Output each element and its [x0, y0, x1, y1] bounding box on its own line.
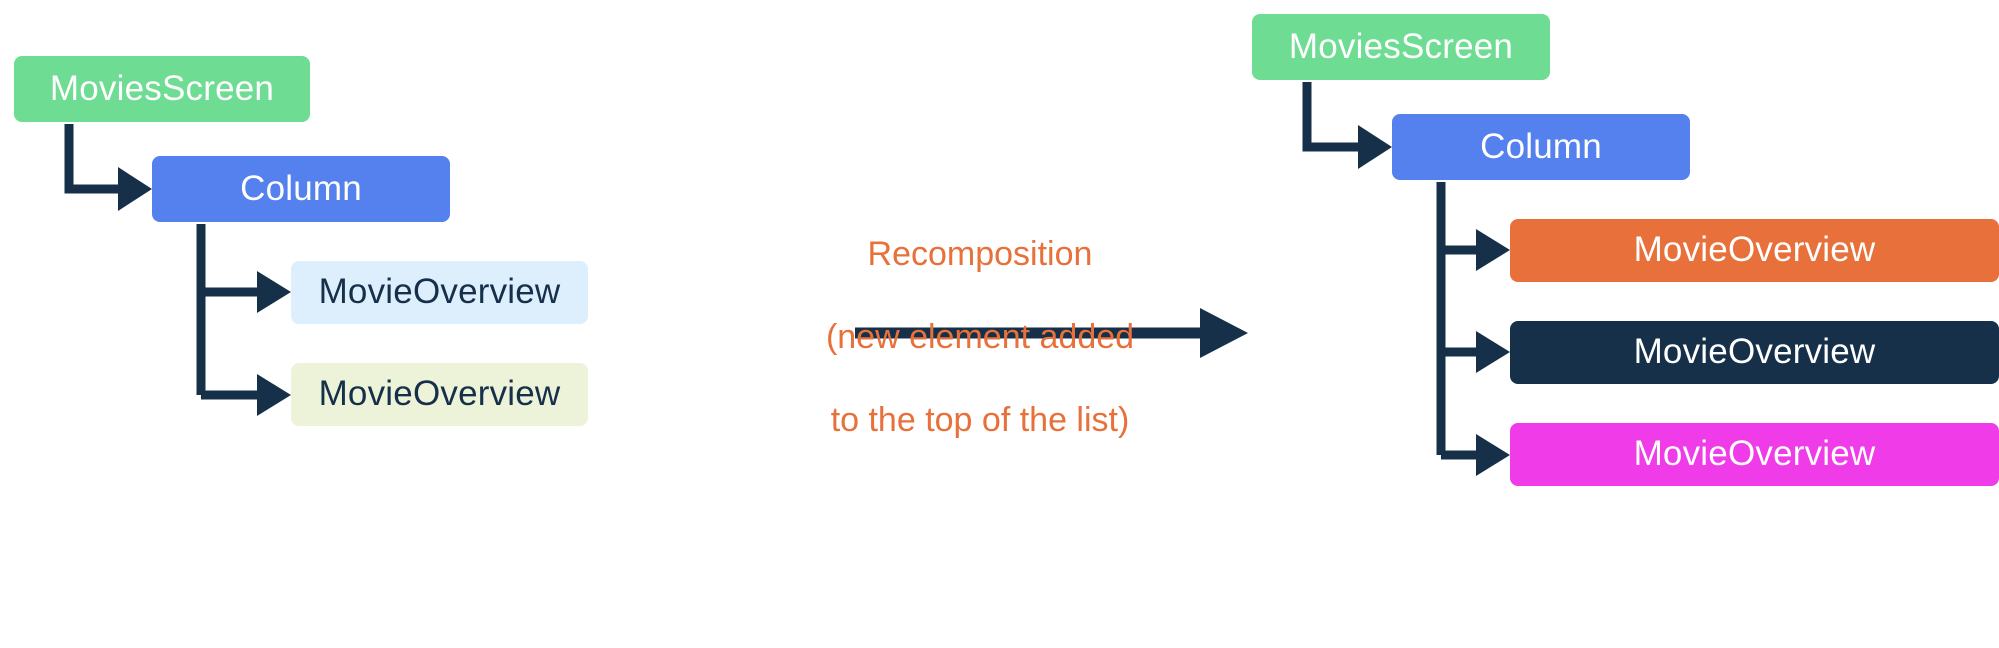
- node-label: MoviesScreen: [49, 68, 275, 108]
- node-label: MovieOverview: [1633, 332, 1876, 372]
- node-column-before[interactable]: Column: [152, 156, 450, 222]
- recomposition-label-line-3: to the top of the list): [830, 401, 1130, 440]
- node-label: MovieOverview: [318, 374, 561, 414]
- recomposition-label-line-1: Recomposition: [867, 235, 1093, 274]
- recomposition-label: Recomposition (new element added to the …: [660, 193, 1300, 483]
- connector-moviesscreen-to-column-left: [64, 124, 152, 211]
- node-label: Column: [240, 168, 362, 208]
- node-movieoverview-before-2[interactable]: MovieOverview: [291, 363, 588, 426]
- node-movieoverview-after-3[interactable]: MovieOverview: [1510, 423, 1999, 486]
- node-movieoverview-after-1[interactable]: MovieOverview: [1510, 219, 1999, 282]
- node-column-after[interactable]: Column: [1392, 114, 1690, 180]
- node-label: MovieOverview: [318, 272, 561, 312]
- connector-column-to-children-left: [196, 224, 291, 416]
- node-moviesscreen-after[interactable]: MoviesScreen: [1252, 14, 1550, 80]
- node-moviesscreen-before[interactable]: MoviesScreen: [14, 56, 310, 122]
- node-label: MovieOverview: [1633, 230, 1876, 270]
- node-label: MovieOverview: [1633, 434, 1876, 474]
- connector-column-to-children-right: [1436, 182, 1510, 476]
- node-movieoverview-after-2[interactable]: MovieOverview: [1510, 321, 1999, 384]
- node-movieoverview-before-1[interactable]: MovieOverview: [291, 261, 588, 324]
- node-label: MoviesScreen: [1288, 26, 1514, 66]
- recomposition-label-line-2: (new element added: [825, 318, 1135, 357]
- node-label: Column: [1480, 126, 1602, 166]
- connector-moviesscreen-to-column-right: [1302, 82, 1392, 169]
